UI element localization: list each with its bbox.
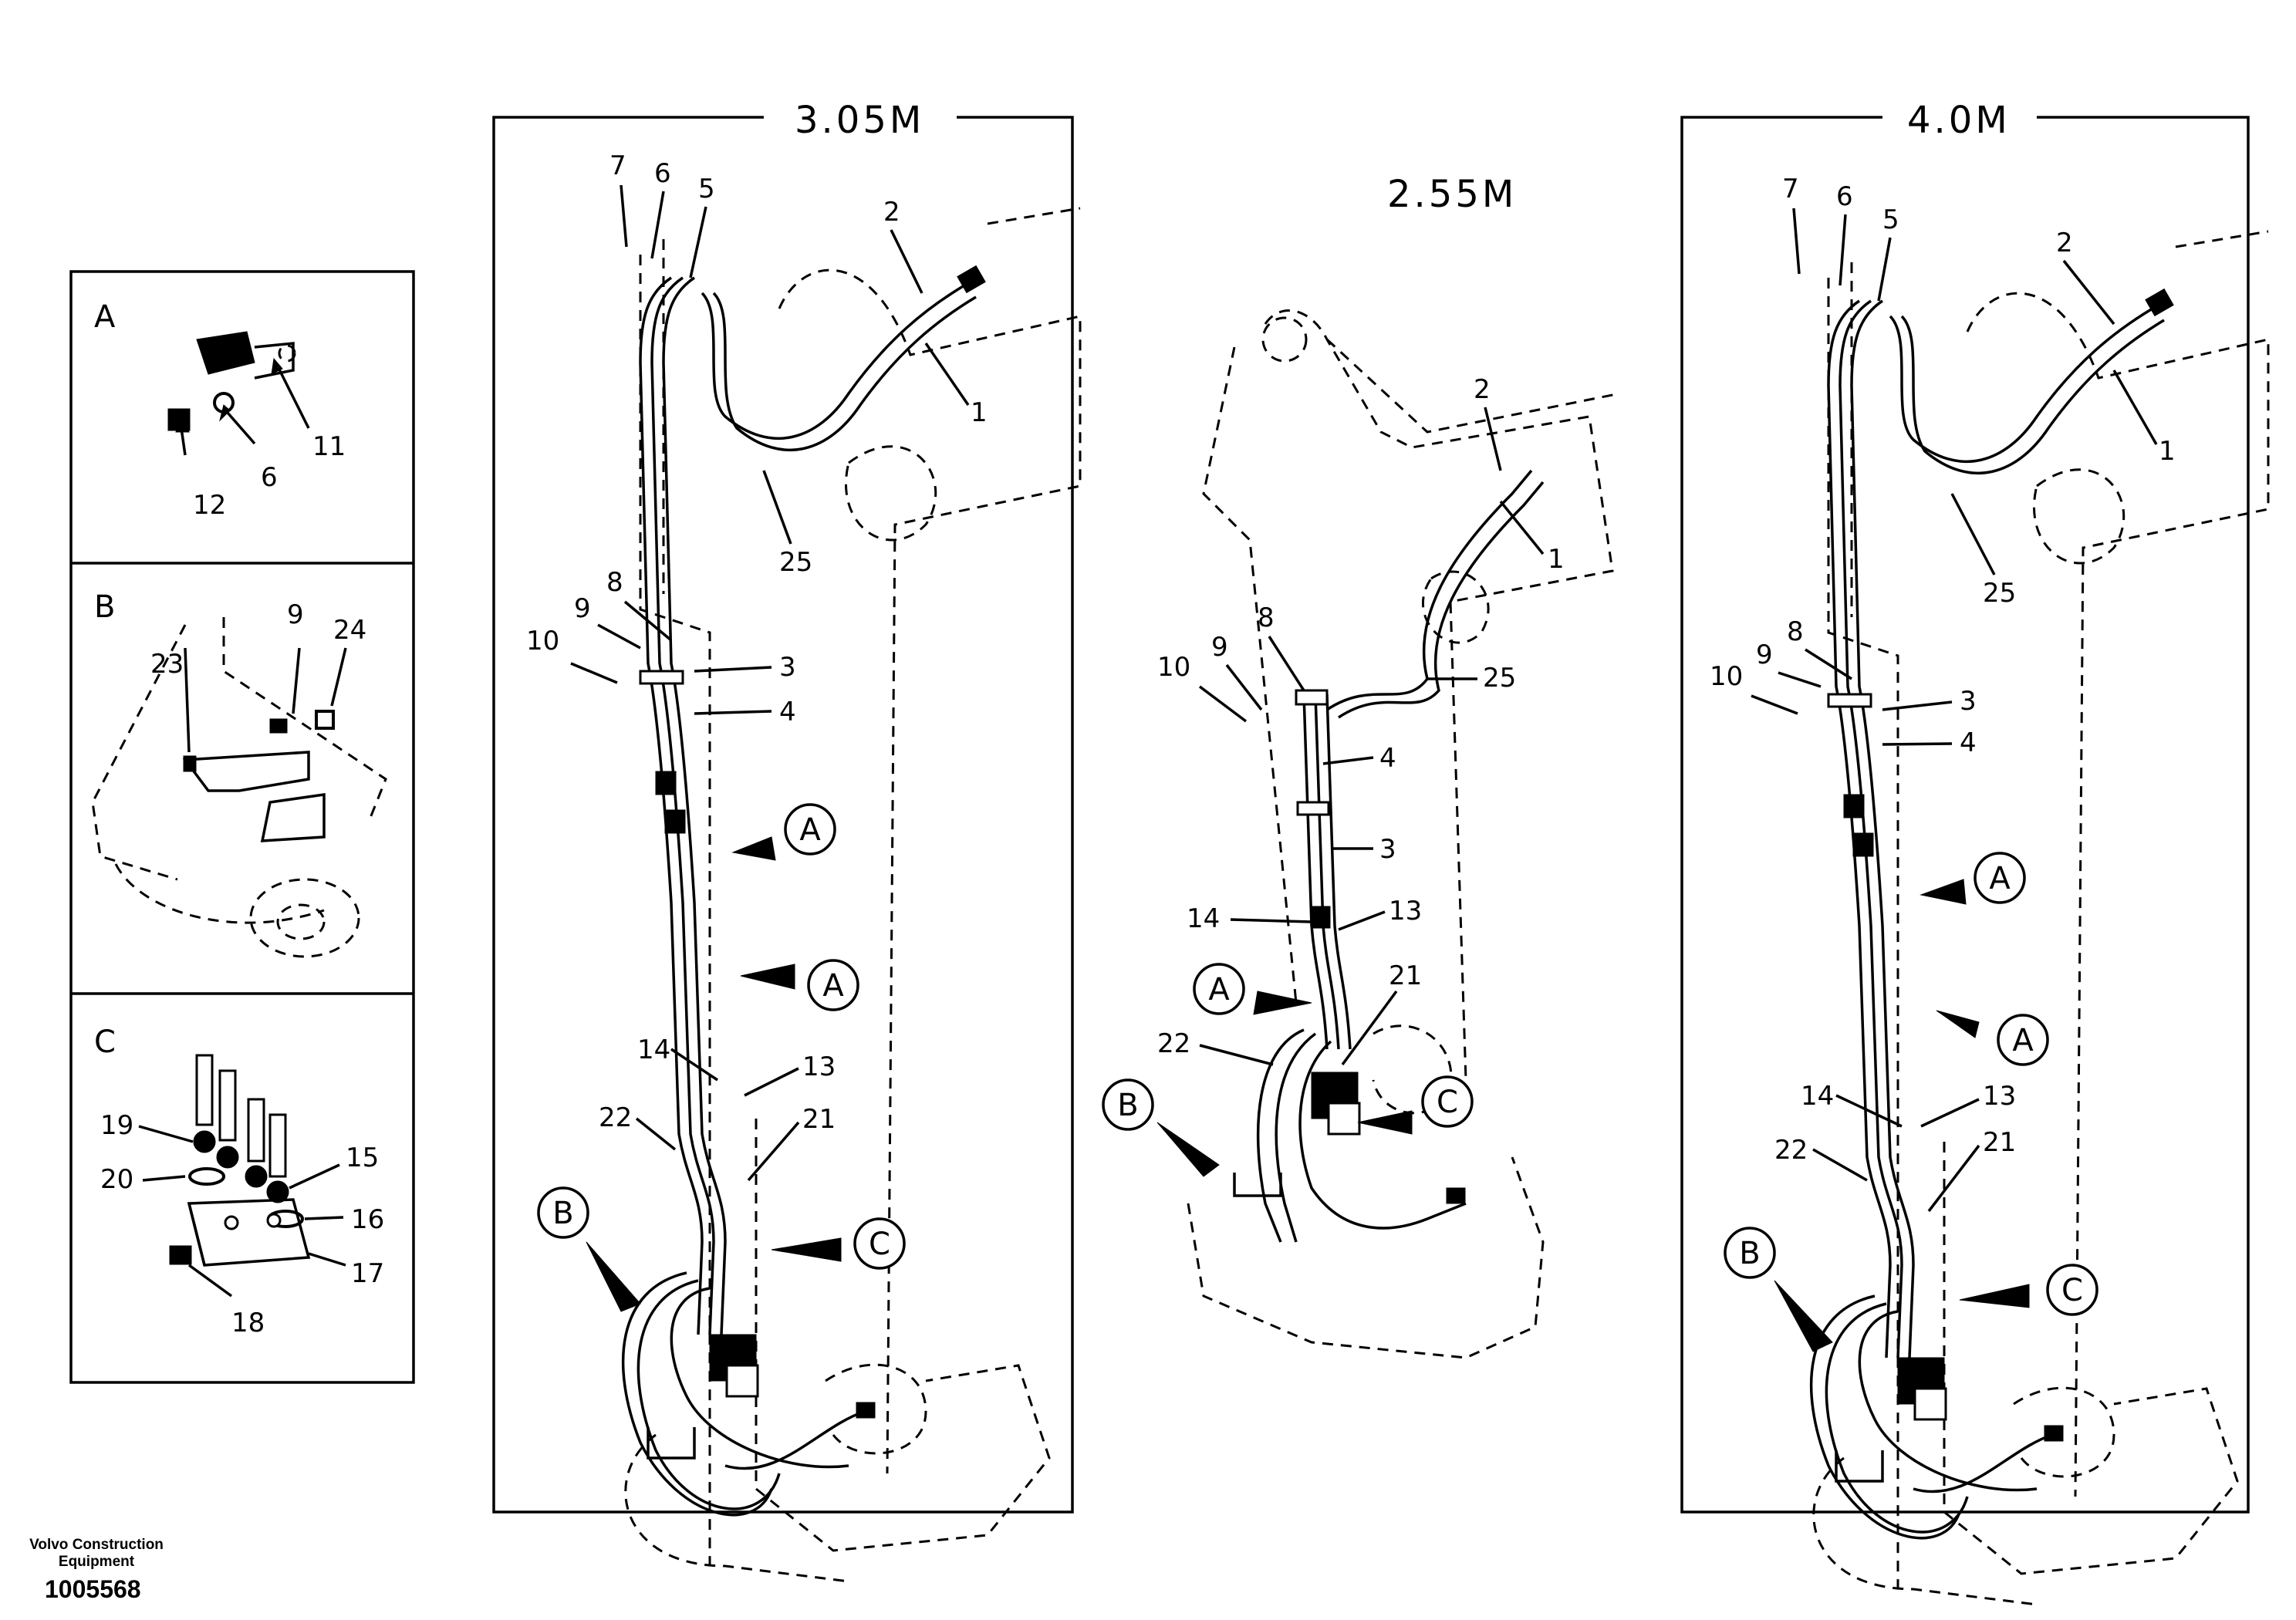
detail-c-label: C xyxy=(94,1024,116,1060)
ref-bubble-c: C xyxy=(1357,1075,1474,1135)
callout-2: 2 xyxy=(1474,374,1491,405)
document-number: 1005568 xyxy=(45,1575,141,1603)
callout-c-19: 19 xyxy=(100,1110,133,1141)
callout-9: 9 xyxy=(574,593,591,624)
callout-c-20: 20 xyxy=(100,1164,133,1195)
detail-c: C 19 20 15 16 17 xyxy=(94,1024,384,1338)
callout-3: 3 xyxy=(779,652,796,683)
callout-b-23: 23 xyxy=(150,649,184,680)
ref-bubble-a-2: A xyxy=(740,959,859,1011)
ref-bubble-b: B xyxy=(1102,1078,1220,1177)
ref-a-label: A xyxy=(822,968,844,1004)
detail-b: B 23 9 24 xyxy=(91,589,387,958)
detail-b-label: B xyxy=(94,589,115,625)
callout-8: 8 xyxy=(1787,616,1804,647)
ref-c-label: C xyxy=(869,1227,890,1262)
callout-c-16: 16 xyxy=(351,1204,384,1235)
callout-25: 25 xyxy=(1983,578,2016,609)
detail-panel-frame xyxy=(69,270,415,1384)
ref-bubble-b: B xyxy=(537,1186,641,1312)
ref-b-label: B xyxy=(552,1196,573,1231)
callout-c-18: 18 xyxy=(231,1308,265,1338)
callout-9: 9 xyxy=(1756,640,1773,670)
detail-panel: A 11 6 12 B xyxy=(69,270,415,1384)
detail-a: A 11 6 12 xyxy=(94,299,346,521)
company-name: Volvo Construction Equipment xyxy=(29,1537,164,1570)
callout-b-24: 24 xyxy=(333,615,366,646)
callout-5: 5 xyxy=(698,174,715,204)
callout-25: 25 xyxy=(1483,663,1516,694)
callout-1: 1 xyxy=(1548,544,1565,575)
callout-2: 2 xyxy=(883,197,900,228)
detail-a-label: A xyxy=(94,299,116,335)
callout-25: 25 xyxy=(779,547,812,578)
callout-1: 1 xyxy=(971,397,988,428)
view-2-55m-title: 2.55M xyxy=(1387,173,1517,216)
callout-c-15: 15 xyxy=(346,1142,379,1173)
view-4-0m: 4.0M 7 6 5 2 1 25 8 9 10 3 4 14 13 22 21 xyxy=(1680,99,2270,1606)
callout-3: 3 xyxy=(1960,686,1977,717)
view-4-0m-title: 4.0M xyxy=(1907,99,2011,142)
callout-4: 4 xyxy=(779,697,796,727)
callout-b-9: 9 xyxy=(287,599,304,630)
callout-9: 9 xyxy=(1211,632,1228,663)
view-3-05m-frame xyxy=(492,116,1074,1514)
ref-b-label: B xyxy=(1117,1088,1138,1123)
ref-bubble-a: A xyxy=(1193,963,1312,1015)
callout-14: 14 xyxy=(1801,1081,1834,1112)
callout-10: 10 xyxy=(1157,652,1190,683)
ref-bubble-a-1: A xyxy=(1920,852,2026,905)
callout-22: 22 xyxy=(599,1102,632,1133)
ref-bubble-a-2: A xyxy=(1936,1010,2049,1066)
callout-4: 4 xyxy=(1379,743,1396,774)
callout-14: 14 xyxy=(1187,903,1220,934)
callout-14: 14 xyxy=(637,1034,670,1065)
callout-c-17: 17 xyxy=(351,1258,384,1289)
ref-a-label: A xyxy=(1989,861,2011,896)
ref-a-label: A xyxy=(799,812,821,848)
callout-10: 10 xyxy=(526,626,559,656)
ref-bubble-c: C xyxy=(771,1217,906,1270)
callout-13: 13 xyxy=(802,1051,836,1082)
callout-1: 1 xyxy=(2159,436,2176,467)
view-3-05m: 3.05M 7 6 5 2 1 25 8 9 10 3 4 14 13 22 2… xyxy=(492,99,1082,1583)
ref-c-label: C xyxy=(1437,1085,1458,1120)
callout-6: 6 xyxy=(1836,181,1853,212)
callout-5: 5 xyxy=(1882,204,1899,235)
callout-13: 13 xyxy=(1983,1081,2016,1112)
callout-8: 8 xyxy=(606,567,623,598)
callout-2: 2 xyxy=(2056,228,2073,258)
ref-c-label: C xyxy=(2061,1273,2083,1308)
callout-a-11: 11 xyxy=(312,431,346,462)
ref-a-label: A xyxy=(1208,972,1230,1007)
ref-b-label: B xyxy=(1739,1236,1760,1271)
callout-13: 13 xyxy=(1389,896,1422,926)
callout-3: 3 xyxy=(1379,834,1396,865)
callout-8: 8 xyxy=(1258,602,1275,633)
callout-a-12: 12 xyxy=(193,490,226,521)
callout-22: 22 xyxy=(1774,1135,1808,1166)
callout-21: 21 xyxy=(802,1104,836,1135)
callout-4: 4 xyxy=(1960,727,1977,758)
ref-a-label: A xyxy=(2012,1023,2034,1058)
ref-bubble-b: B xyxy=(1724,1227,1833,1352)
ref-bubble-a-1: A xyxy=(731,803,836,861)
view-2-55m: 2.55M 2 1 8 9 10 25 4 3 14 13 2 xyxy=(1102,173,1621,1359)
callout-21: 21 xyxy=(1389,960,1422,991)
callout-6: 6 xyxy=(654,158,671,189)
detail-a-clamp-icon xyxy=(196,331,255,375)
callout-7: 7 xyxy=(1782,174,1799,204)
view-3-05m-title: 3.05M xyxy=(795,99,924,142)
view-4-0m-frame xyxy=(1680,116,2250,1514)
callout-22: 22 xyxy=(1157,1028,1190,1059)
ref-bubble-c: C xyxy=(1959,1264,2098,1316)
callout-21: 21 xyxy=(1983,1127,2016,1158)
callout-a-6: 6 xyxy=(261,462,278,493)
callout-10: 10 xyxy=(1710,661,1743,692)
callout-7: 7 xyxy=(609,150,626,181)
